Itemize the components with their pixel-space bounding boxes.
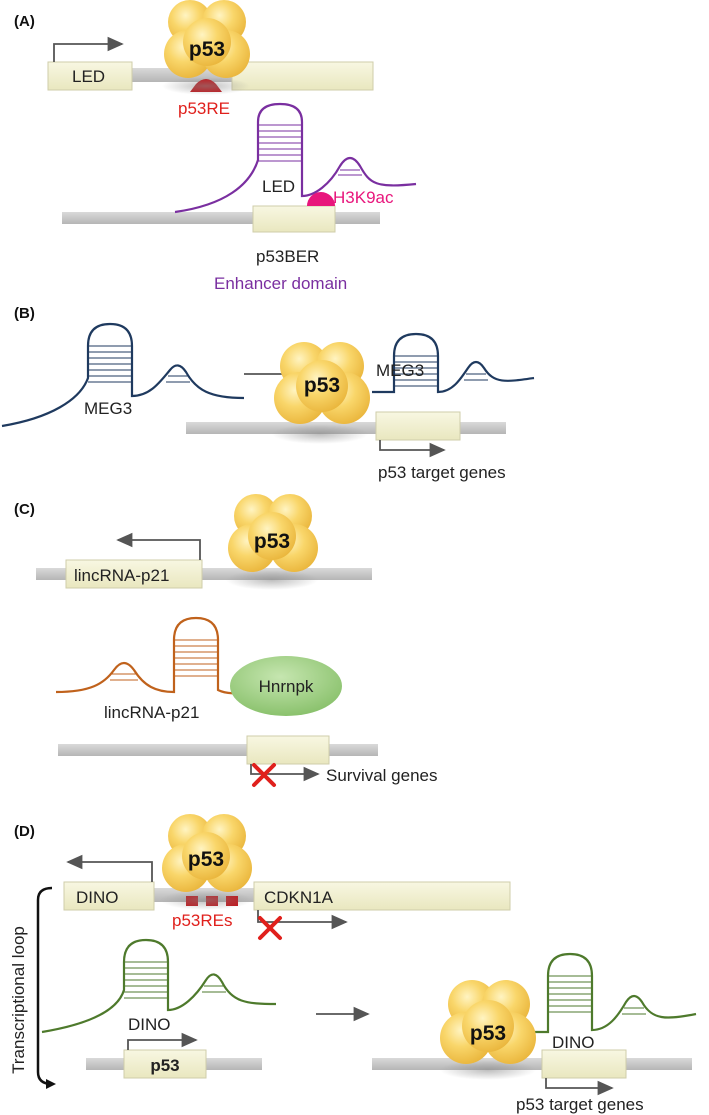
p53-tetramer: p53 <box>226 494 318 590</box>
loop-bracket <box>36 886 53 1086</box>
p53-tetramer: p53 <box>440 980 536 1080</box>
hnrnpk-label: Hnrnpk <box>259 677 314 696</box>
p53-label: p53 <box>254 530 290 553</box>
cdkn1a-gene-label: CDKN1A <box>264 888 334 907</box>
tss-arrow-icon <box>379 440 446 458</box>
p53-tetramer: p53 <box>272 342 370 444</box>
hnrnpk-protein <box>230 656 342 716</box>
target-gene-box <box>375 411 461 441</box>
dino-gene-label: DINO <box>76 888 119 907</box>
p53-tetramer: p53 <box>160 814 252 910</box>
downstream-gene-box <box>231 61 374 91</box>
panel-c-label: (C) <box>14 501 35 518</box>
h3k9ac-label: H3K9ac <box>333 188 394 207</box>
lincrna-p21-rna-label: lincRNA-p21 <box>104 703 199 722</box>
panel-a-label: (A) <box>14 13 35 30</box>
meg3-right-label: MEG3 <box>376 361 424 380</box>
p53-label: p53 <box>304 374 340 397</box>
stem-loop-rungs <box>394 355 488 387</box>
target-gene-box <box>541 1049 627 1079</box>
transcriptional-loop-label: Transcriptional loop <box>9 926 28 1074</box>
p53ber-label: p53BER <box>256 247 319 266</box>
dino-gene-box <box>63 881 155 911</box>
p53-gene-label: p53 <box>150 1056 179 1075</box>
p53-gene-box <box>123 1049 207 1079</box>
tss-arrow-icon <box>116 532 201 560</box>
tss-arrow-icon <box>250 764 320 782</box>
panel-d-label: (D) <box>14 823 35 840</box>
dino-rna-strand <box>530 952 697 1034</box>
stem-loop-rungs <box>110 639 218 681</box>
p53-target-genes-label-d: p53 target genes <box>516 1095 644 1114</box>
stem-loop-rungs <box>258 124 362 176</box>
loop-arrowhead-icon <box>46 1079 56 1089</box>
tss-arrow-icon <box>127 1032 198 1050</box>
stem-loop-rungs <box>548 975 646 1015</box>
p53-label: p53 <box>470 1022 506 1045</box>
lincrna-p21-gene-box <box>65 559 203 589</box>
led-rna-strand <box>174 102 417 214</box>
block-x-icon <box>252 763 276 787</box>
lincrna-p21-gene-label: lincRNA-p21 <box>74 566 169 585</box>
h3k9ac-mark <box>307 192 335 206</box>
tss-arrow-icon <box>66 854 153 882</box>
p53-target-genes-label-b: p53 target genes <box>378 463 506 482</box>
p53-tetramer: p53 <box>162 0 250 95</box>
cdkn1a-gene-box <box>253 881 511 911</box>
enhancer-domain-label: Enhancer domain <box>214 274 347 293</box>
meg3-left-label: MEG3 <box>84 399 132 418</box>
panel-b-label: (B) <box>14 305 35 322</box>
led-gene-box <box>47 61 133 91</box>
dino-rna-left-label: DINO <box>128 1015 171 1034</box>
tss-arrow-icon <box>545 1078 614 1096</box>
tss-arrow-icon <box>257 910 348 930</box>
p53-label: p53 <box>189 38 225 61</box>
stem-loop-rungs <box>88 345 190 383</box>
led-gene-label: LED <box>72 67 105 86</box>
meg3-rna-strand <box>372 332 535 394</box>
dino-rna-right-label: DINO <box>552 1033 595 1052</box>
stem-loop-rungs <box>124 961 226 999</box>
p53ber-box <box>252 205 336 233</box>
survival-genes-label: Survival genes <box>326 766 438 785</box>
dna-strand <box>58 744 378 756</box>
block-x-icon <box>258 916 282 940</box>
p53-label: p53 <box>188 848 224 871</box>
survival-gene-box <box>246 735 330 765</box>
led-rna-label: LED <box>262 177 295 196</box>
tss-arrow-icon <box>53 36 124 62</box>
p53res-label: p53REs <box>172 911 232 930</box>
lincrna-p21-rna-strand <box>55 616 249 695</box>
p53re-label: p53RE <box>178 99 230 118</box>
